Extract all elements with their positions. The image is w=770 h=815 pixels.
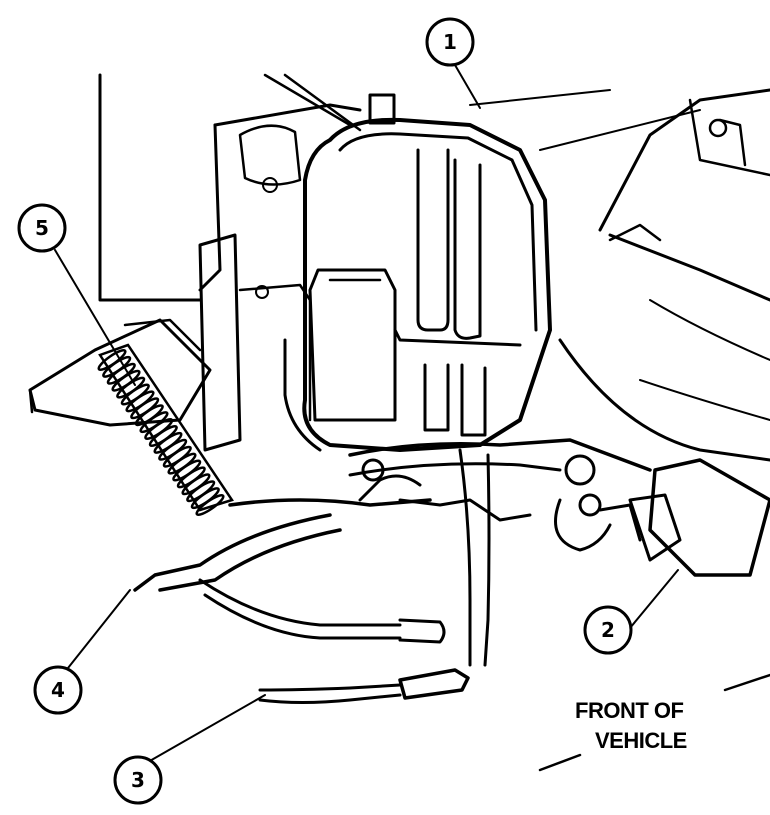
coil-sheath-outline [98, 343, 234, 512]
bracket-left-outline [28, 318, 212, 427]
side-housing [198, 233, 322, 452]
fender-apron-outline [558, 88, 770, 462]
callout-1: 1 [425, 17, 475, 67]
callout-3: 3 [113, 755, 163, 805]
relay-module-component [554, 454, 770, 577]
callout-3-label: 3 [131, 768, 145, 792]
callout-5-label: 5 [35, 216, 49, 240]
callout-5: 5 [17, 203, 67, 253]
direction-label-line2: VEHICLE [595, 728, 687, 753]
cable-3 [258, 448, 491, 704]
callout-2-label: 2 [601, 618, 615, 642]
callout-1-label: 1 [443, 30, 457, 54]
cable-4 [133, 513, 446, 644]
engine-block-outline [98, 73, 701, 302]
battery-component [302, 93, 552, 452]
direction-label-line1: FRONT OF [575, 698, 683, 723]
callout-2: 2 [583, 605, 633, 655]
leader-lines [54, 64, 770, 772]
coil-ring [195, 494, 225, 516]
main-cable-harness [228, 438, 652, 522]
front-of-vehicle-label: FRONT OF VEHICLE [575, 698, 687, 753]
callout-4-label: 4 [51, 678, 65, 702]
callout-4: 4 [33, 665, 83, 715]
coiled-cable-component [97, 343, 234, 516]
